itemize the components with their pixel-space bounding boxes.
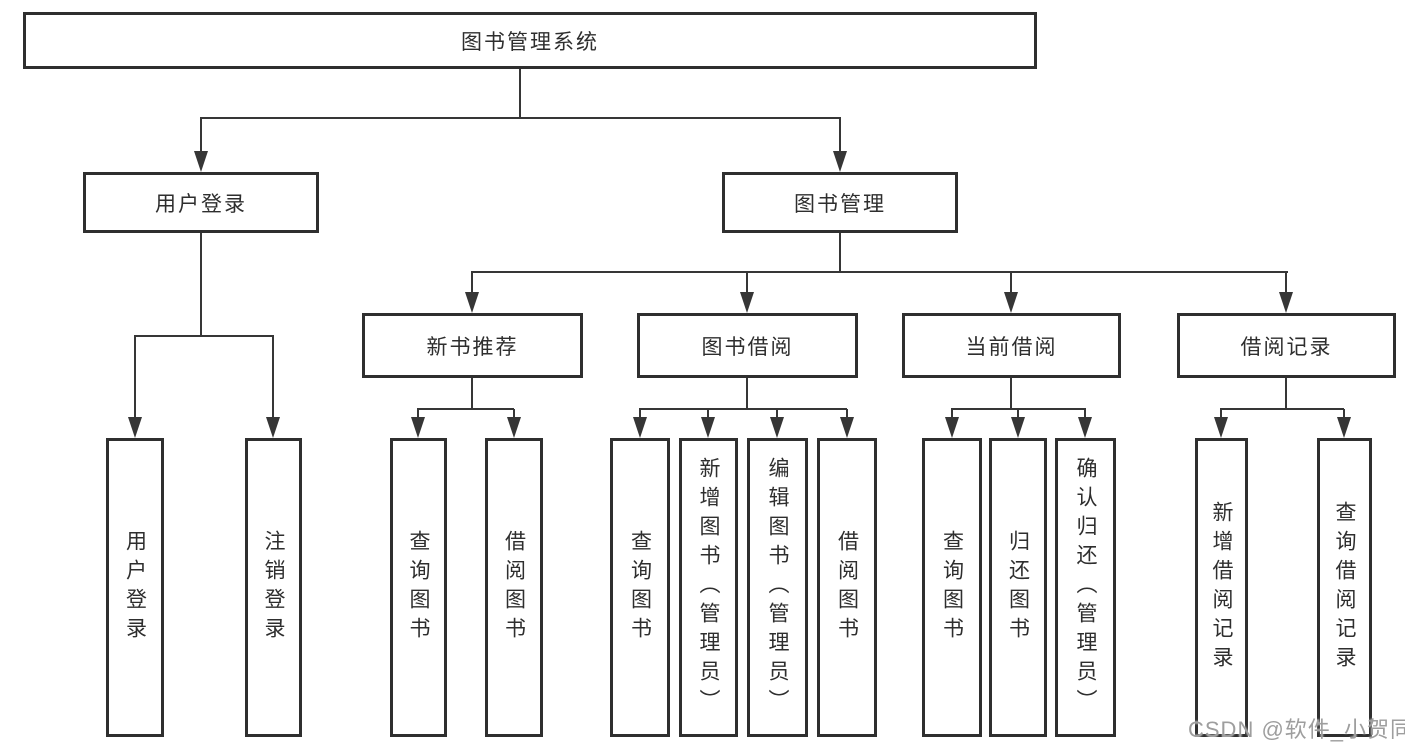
connector-stem-bb-edit bbox=[776, 409, 778, 419]
leaf-recommend-borrow-books-label: 借阅图书 bbox=[502, 529, 526, 646]
leaf-borrow-edit-books-admin-label: 编辑图书（管理员） bbox=[766, 457, 789, 718]
leaf-records-query-record-label: 查询借阅记录 bbox=[1333, 500, 1356, 675]
connector-stem-cb-confirm bbox=[1084, 409, 1086, 419]
leaf-user-login: 用户登录 bbox=[106, 438, 164, 737]
arrow-bb-add bbox=[701, 417, 715, 438]
arrow-cb-return bbox=[1011, 417, 1025, 438]
connector-records-bus bbox=[1220, 408, 1344, 410]
connector-stem-new-book bbox=[471, 272, 473, 294]
leaf-borrow-query-books: 查询图书 bbox=[610, 438, 670, 737]
arrow-leaf-login bbox=[128, 417, 142, 438]
connector-stem-leaf-login bbox=[134, 336, 136, 419]
connector-stem-bb-add bbox=[707, 409, 709, 419]
connector-records-drop bbox=[1285, 378, 1287, 410]
arrow-br-query bbox=[1337, 417, 1351, 438]
node-user-login: 用户登录 bbox=[83, 172, 319, 233]
leaf-borrow-borrow-books: 借阅图书 bbox=[817, 438, 877, 737]
leaf-current-confirm-return-admin-label: 确认归还（管理员） bbox=[1074, 457, 1097, 718]
arrow-bb-query bbox=[633, 417, 647, 438]
connector-user-login-bus bbox=[134, 335, 274, 337]
leaf-records-query-record: 查询借阅记录 bbox=[1317, 438, 1372, 737]
node-root: 图书管理系统 bbox=[23, 12, 1037, 69]
node-new-book-recommend: 新书推荐 bbox=[362, 313, 583, 378]
node-current-borrow-label: 当前借阅 bbox=[965, 335, 1058, 359]
arrow-borrow-records bbox=[1279, 292, 1293, 313]
arrow-book-borrow bbox=[740, 292, 754, 313]
leaf-logout-label: 注销登录 bbox=[262, 529, 285, 646]
node-book-borrow: 图书借阅 bbox=[637, 313, 858, 378]
node-book-borrow-label: 图书借阅 bbox=[701, 335, 794, 359]
leaf-recommend-query-books: 查询图书 bbox=[390, 438, 447, 737]
connector-stem-cb-query bbox=[951, 409, 953, 419]
connector-current-drop bbox=[1010, 378, 1012, 410]
connector-user-login-drop bbox=[200, 233, 202, 337]
watermark: CSDN @软件_小贺同学 bbox=[1188, 712, 1405, 744]
arrow-leaf-logout bbox=[266, 417, 280, 438]
arrow-book-mgmt bbox=[833, 151, 847, 172]
arrow-current-borrow bbox=[1004, 292, 1018, 313]
connector-stem-borrow-records bbox=[1285, 272, 1287, 294]
leaf-borrow-add-books-admin-label: 新增图书（管理员） bbox=[697, 457, 720, 718]
leaf-borrow-borrow-books-label: 借阅图书 bbox=[835, 529, 859, 646]
arrow-new-book bbox=[465, 292, 479, 313]
connector-stem-book-borrow bbox=[746, 272, 748, 294]
connector-stem-current-borrow bbox=[1010, 272, 1012, 294]
connector-stem-br-add bbox=[1220, 409, 1222, 419]
leaf-current-return-books: 归还图书 bbox=[989, 438, 1047, 737]
leaf-current-return-books-label: 归还图书 bbox=[1006, 529, 1030, 646]
node-book-management-label: 图书管理 bbox=[794, 192, 886, 216]
connector-stem-bb-query bbox=[639, 409, 641, 419]
node-current-borrow: 当前借阅 bbox=[902, 313, 1121, 378]
connector-stem-leaf-logout bbox=[272, 336, 274, 419]
leaf-current-query-books-label: 查询图书 bbox=[940, 529, 964, 646]
connector-stem-user-login bbox=[200, 118, 202, 153]
connector-book-borrow-drop bbox=[746, 378, 748, 410]
connector-new-book-drop bbox=[471, 378, 473, 410]
leaf-recommend-query-books-label: 查询图书 bbox=[407, 529, 430, 646]
arrow-bb-edit bbox=[770, 417, 784, 438]
node-borrow-records-label: 借阅记录 bbox=[1240, 335, 1333, 359]
arrow-cb-query bbox=[945, 417, 959, 438]
leaf-current-query-books: 查询图书 bbox=[922, 438, 982, 737]
connector-stem-book-mgmt bbox=[839, 118, 841, 153]
connector-stem-rec-borrow bbox=[513, 409, 515, 419]
connector-root-drop bbox=[519, 69, 521, 119]
connector-stem-rec-query bbox=[417, 409, 419, 419]
arrow-rec-borrow bbox=[507, 417, 521, 438]
leaf-current-confirm-return-admin: 确认归还（管理员） bbox=[1055, 438, 1116, 737]
node-borrow-records: 借阅记录 bbox=[1177, 313, 1396, 378]
arrow-br-add bbox=[1214, 417, 1228, 438]
watermark-text: CSDN @软件_小贺同学 bbox=[1188, 717, 1405, 742]
arrow-user-login bbox=[194, 151, 208, 172]
connector-stem-cb-return bbox=[1017, 409, 1019, 419]
leaf-logout: 注销登录 bbox=[245, 438, 302, 737]
node-new-book-recommend-label: 新书推荐 bbox=[426, 335, 519, 359]
leaf-borrow-add-books-admin: 新增图书（管理员） bbox=[679, 438, 738, 737]
node-root-label: 图书管理系统 bbox=[461, 30, 599, 54]
connector-book-mgmt-drop bbox=[839, 233, 841, 273]
connector-book-borrow-bus bbox=[639, 408, 847, 410]
node-user-login-label: 用户登录 bbox=[155, 192, 247, 216]
node-book-management: 图书管理 bbox=[722, 172, 958, 233]
connector-new-book-bus bbox=[417, 408, 514, 410]
connector-stem-br-query bbox=[1343, 409, 1345, 419]
arrow-rec-query bbox=[411, 417, 425, 438]
leaf-borrow-edit-books-admin: 编辑图书（管理员） bbox=[747, 438, 808, 737]
leaf-user-login-label: 用户登录 bbox=[123, 529, 147, 646]
leaf-records-add-record: 新增借阅记录 bbox=[1195, 438, 1248, 737]
arrow-cb-confirm bbox=[1078, 417, 1092, 438]
connector-stem-bb-borrow bbox=[846, 409, 848, 419]
arrow-bb-borrow bbox=[840, 417, 854, 438]
connector-level2-bus bbox=[200, 117, 841, 119]
leaf-records-add-record-label: 新增借阅记录 bbox=[1210, 500, 1233, 675]
leaf-borrow-query-books-label: 查询图书 bbox=[628, 529, 652, 646]
connector-level3-bus bbox=[471, 271, 1288, 273]
leaf-recommend-borrow-books: 借阅图书 bbox=[485, 438, 543, 737]
